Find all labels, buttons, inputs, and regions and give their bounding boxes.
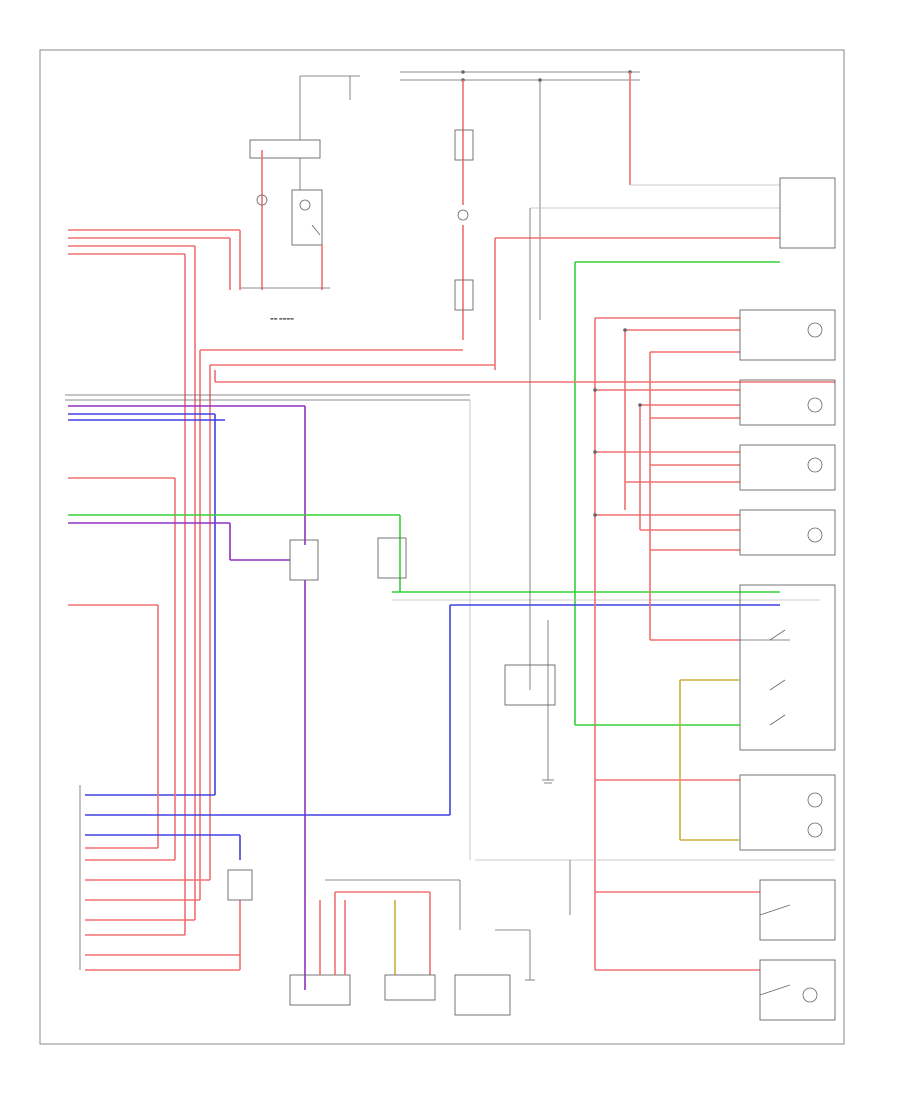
left-middle-wires	[68, 477, 401, 860]
top-power-bus	[300, 70, 640, 82]
relay-block-middle	[454, 80, 474, 340]
left-red-harness	[68, 229, 835, 935]
bottom-control-unit	[289, 879, 535, 1016]
right-trunk	[593, 317, 760, 971]
lamp-right-a	[739, 309, 836, 361]
lamp-left-b	[739, 509, 836, 556]
svg-text:▬▬ ▬▬▬▬: ▬▬ ▬▬▬▬	[270, 316, 294, 321]
grey-bus	[65, 394, 471, 860]
top-right-branch	[494, 72, 836, 725]
lamp-left-a	[739, 379, 836, 426]
courtesy-lamp	[759, 959, 836, 1021]
interior-lamp	[475, 679, 836, 861]
interior-switch	[575, 584, 836, 751]
bottom-left-connector	[79, 785, 450, 971]
center-ground	[504, 208, 571, 915]
vanity-lamp	[759, 879, 836, 941]
lamp-right-b	[739, 444, 836, 491]
diagram-border	[39, 49, 845, 1045]
central-relay	[289, 537, 820, 815]
relay-block-left: ▬▬ ▬▬▬▬	[240, 76, 351, 321]
purple-blue-wires	[68, 405, 306, 990]
